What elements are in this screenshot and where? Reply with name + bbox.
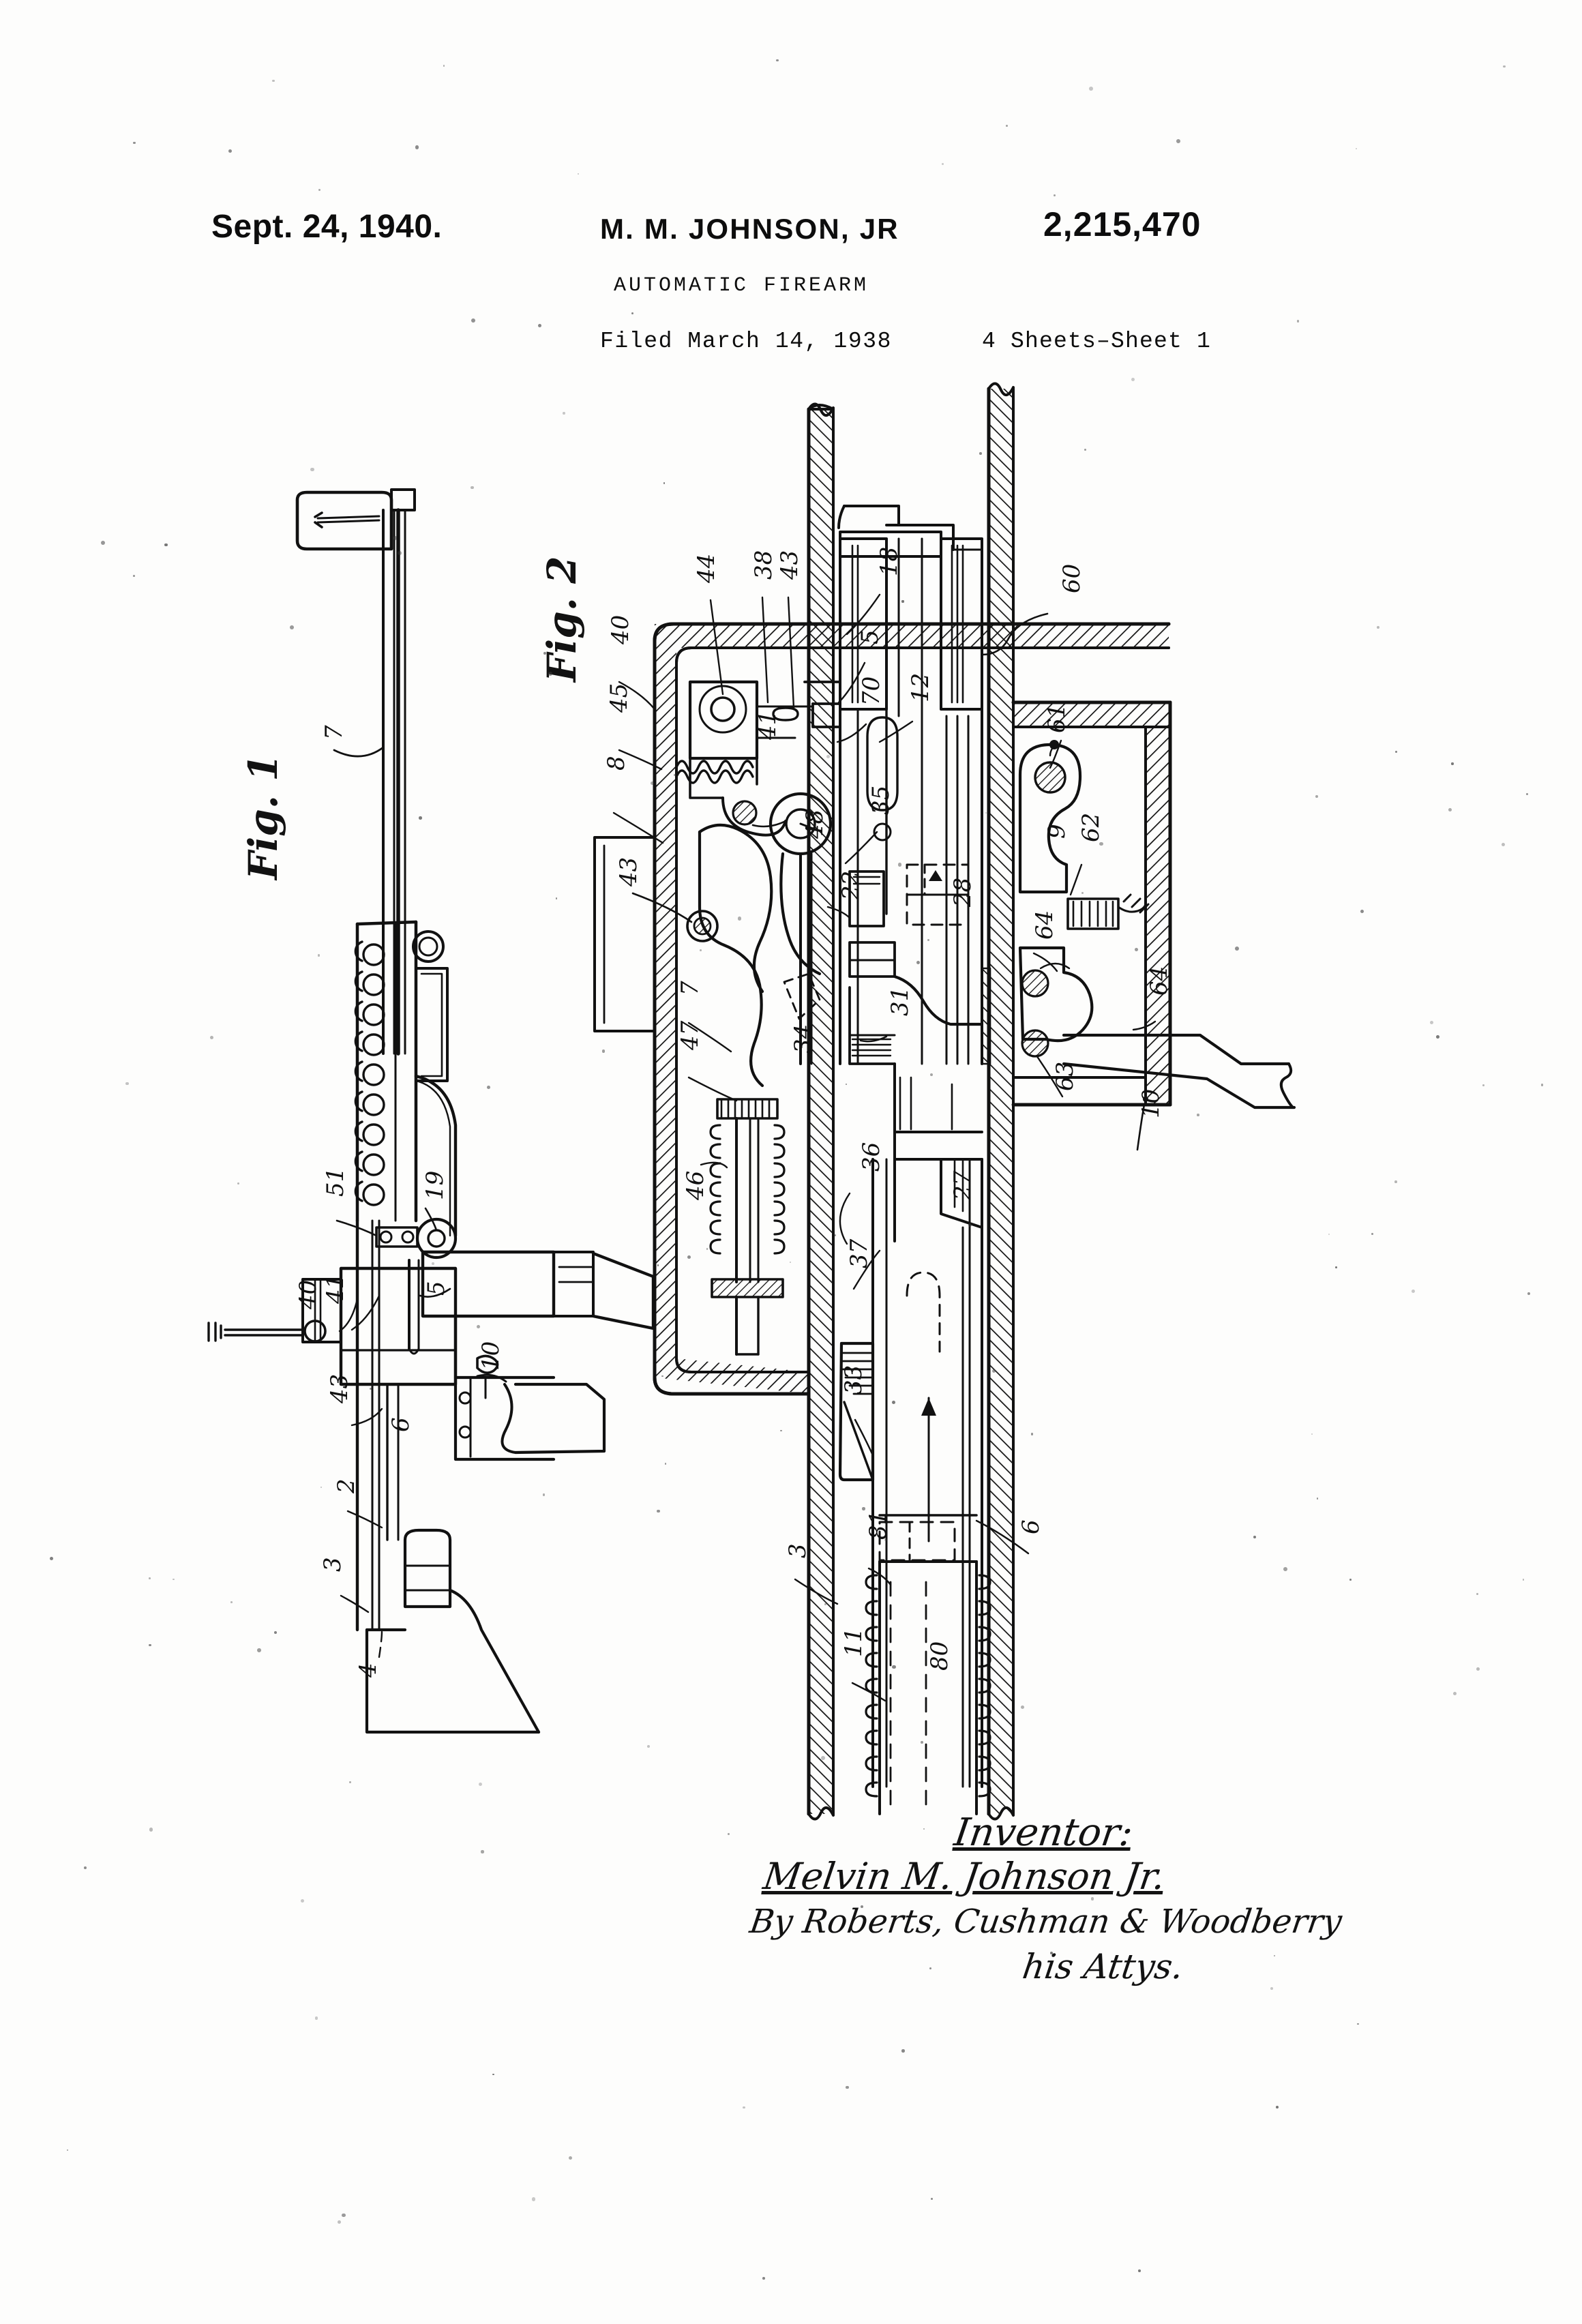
- reference-numeral: 62: [1077, 812, 1105, 842]
- patent-number: 2,215,470: [1043, 205, 1202, 243]
- reference-numeral: 10: [477, 1341, 505, 1371]
- reference-numeral: 5: [856, 629, 884, 644]
- publication-date: Sept. 24, 1940.: [211, 209, 443, 245]
- reference-numeral: 64: [1146, 966, 1173, 996]
- reference-numeral: 80: [926, 1641, 953, 1671]
- inventor-name: M. M. JOHNSON, JR: [600, 213, 899, 245]
- reference-numeral: 3: [319, 1557, 346, 1572]
- reference-numeral: 18: [876, 546, 903, 576]
- signature-inventor-name: Melvin M. Johnson Jr.: [760, 1855, 1168, 1898]
- figure-1-drawing: [209, 490, 653, 1732]
- reference-numeral: 64: [1031, 910, 1058, 940]
- reference-numeral: 27: [949, 1170, 976, 1200]
- reference-numeral: 31: [886, 986, 914, 1016]
- reference-numeral: 3: [784, 1543, 811, 1558]
- figure-2-drawing: [595, 383, 1294, 1819]
- filing-date: Filed March 14, 1938: [600, 329, 893, 354]
- reference-numeral: 43: [776, 550, 803, 580]
- reference-numeral: 60: [1058, 563, 1086, 593]
- sheet-count: 4 Sheets–Sheet 1: [982, 329, 1212, 354]
- reference-numeral: 51: [322, 1167, 349, 1197]
- reference-numeral: 48: [801, 809, 829, 839]
- reference-numeral: 35: [867, 785, 895, 815]
- reference-numeral: 38: [750, 550, 777, 580]
- reference-numeral: 11: [840, 1627, 867, 1657]
- reference-numeral: 46: [682, 1170, 709, 1200]
- reference-numeral: 40: [607, 614, 634, 644]
- reference-numeral: 6: [387, 1417, 415, 1432]
- reference-numeral: 63: [1051, 1061, 1079, 1091]
- reference-numeral: 43: [615, 856, 642, 887]
- reference-numeral: 9: [1043, 824, 1071, 839]
- reference-numeral: 33: [840, 1365, 867, 1395]
- reference-numeral: 41: [322, 1274, 349, 1304]
- reference-numeral: 28: [949, 877, 976, 907]
- reference-numeral: 5: [423, 1281, 450, 1296]
- signature-attorneys: his Attys.: [1019, 1947, 1186, 1986]
- signature-firm: By Roberts, Cushman & Woodberry: [747, 1903, 1345, 1941]
- reference-numeral: 6: [1017, 1519, 1045, 1534]
- reference-numeral: 7: [320, 725, 348, 740]
- reference-numeral: 10: [1137, 1088, 1165, 1118]
- reference-numeral: 37: [846, 1238, 873, 1268]
- reference-numeral: 36: [858, 1142, 885, 1172]
- reference-numeral: 45: [606, 683, 633, 713]
- reference-numeral: 44: [693, 553, 720, 583]
- reference-numeral: 61: [1043, 703, 1071, 733]
- reference-numeral: 41: [754, 710, 781, 740]
- reference-numeral: 47: [676, 1020, 704, 1050]
- reference-numeral: 81: [865, 1510, 892, 1540]
- reference-numeral: 2: [333, 1478, 360, 1493]
- invention-title: AUTOMATIC FIREARM: [614, 274, 869, 297]
- reference-numeral: 8: [603, 756, 630, 771]
- reference-numeral: 22: [837, 870, 865, 900]
- reference-numeral: 40: [295, 1279, 322, 1309]
- reference-numeral: 4: [355, 1663, 382, 1678]
- reference-numeral: 19: [421, 1170, 449, 1200]
- reference-numeral: 34: [790, 1024, 817, 1054]
- reference-numeral: 70: [858, 676, 885, 706]
- reference-numeral: 7: [676, 981, 704, 996]
- reference-numeral: 43: [326, 1373, 353, 1403]
- reference-numeral: 12: [907, 672, 934, 702]
- signature-inventor-label: Inventor:: [951, 1811, 1136, 1855]
